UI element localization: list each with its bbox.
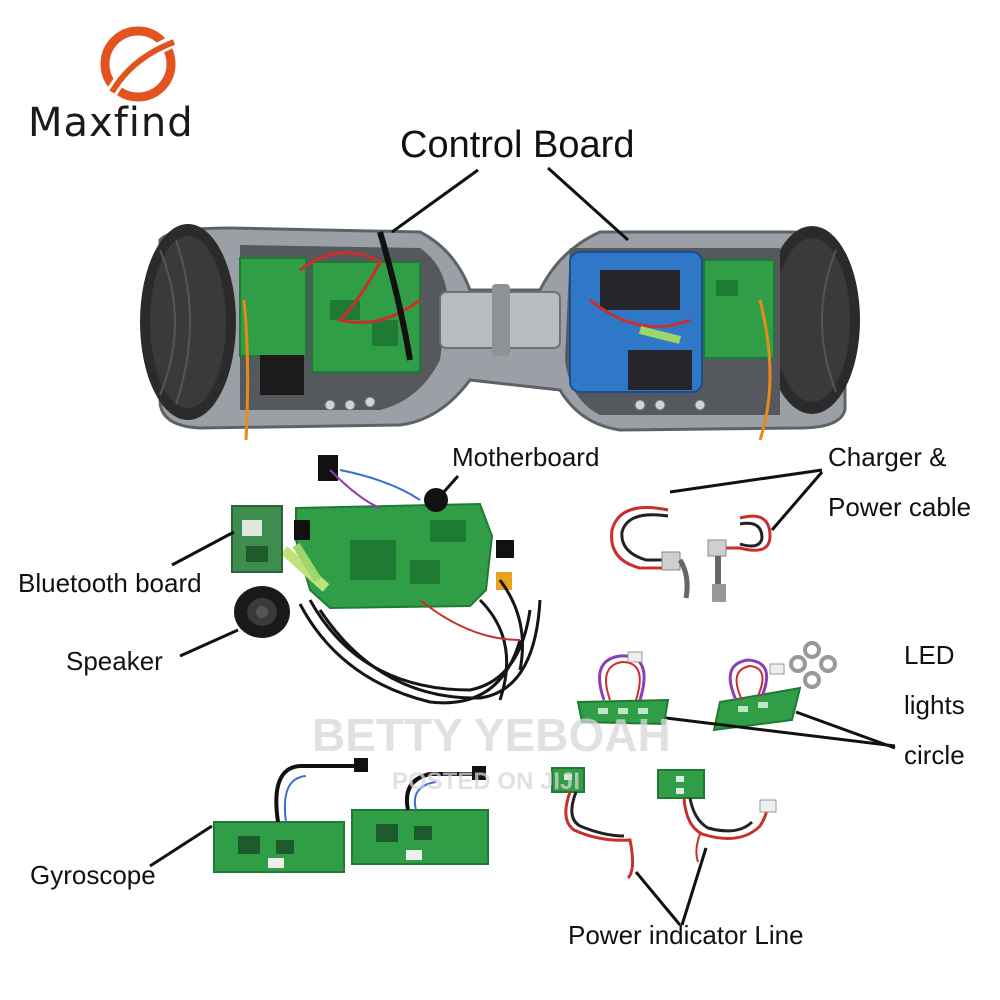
- speaker-icon: [234, 586, 290, 638]
- brand-name: Maxfind: [28, 100, 194, 146]
- charger-label-line1: Charger &: [828, 442, 947, 473]
- bluetooth-board-illustration: [232, 506, 282, 572]
- led-label-line1: LED: [904, 640, 955, 671]
- power-indicator-illustration: [552, 768, 776, 878]
- power-indicator-label: Power indicator Line: [568, 920, 804, 951]
- speaker-pointer: [180, 630, 238, 656]
- charger-cable-illustration: [612, 508, 770, 603]
- led-label-line2: lights: [904, 690, 965, 721]
- gyroscope-label: Gyroscope: [30, 860, 156, 891]
- motherboard-illustration: [284, 455, 540, 703]
- charger-pointers: [670, 470, 822, 530]
- led-label-line3: circle: [904, 740, 965, 771]
- bluetooth-label: Bluetooth board: [18, 568, 202, 599]
- charger-label-line2: Power cable: [828, 492, 971, 523]
- watermark-posted: POSTED ON JIJI: [392, 768, 580, 796]
- power-indicator-pointers: [636, 848, 706, 925]
- control-board-title: Control Board: [400, 124, 634, 167]
- speaker-label: Speaker: [66, 646, 163, 677]
- maxfind-logo-icon: [105, 31, 176, 97]
- bluetooth-pointer: [172, 532, 234, 565]
- motherboard-label: Motherboard: [452, 442, 599, 473]
- hoverboard-illustration: [140, 224, 860, 440]
- gyroscope-pointer: [150, 826, 212, 866]
- motherboard-pointer: [442, 476, 458, 494]
- watermark-name: BETTY YEBOAH: [312, 708, 671, 762]
- control-board-pointers: [392, 168, 628, 240]
